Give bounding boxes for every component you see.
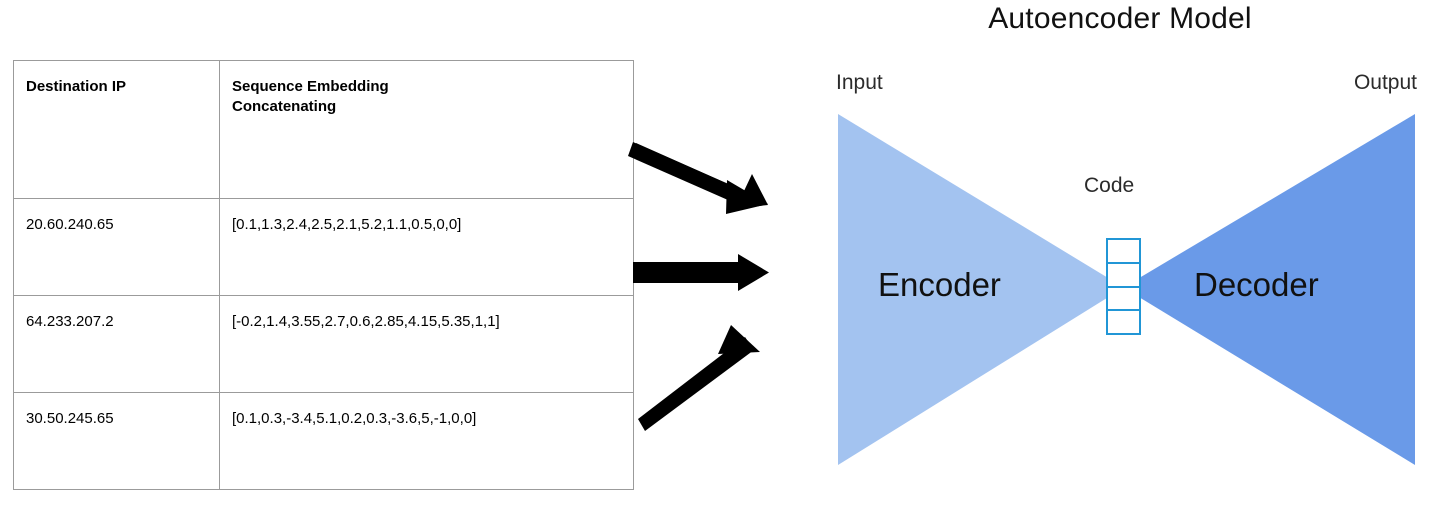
embedding-table: Destination IP Sequence Embedding Concat…: [13, 59, 634, 490]
cell-destination-ip: 30.50.245.65: [13, 392, 220, 490]
column-header-line1: Sequence Embedding: [232, 78, 389, 95]
encoder-label: Encoder: [878, 266, 1001, 303]
input-label: Input: [836, 71, 883, 94]
column-header-line2: Concatenating: [232, 98, 337, 116]
column-header-sequence-embedding: Sequence Embedding Concatenating: [219, 59, 634, 200]
code-layer: [1106, 238, 1141, 335]
decoder-label: Decoder: [1194, 266, 1319, 303]
cell-sequence-embedding: [-0.2,1.4,3.55,2.7,0.6,2.85,4.15,5.35,1,…: [219, 295, 634, 394]
table-row: 30.50.245.65 [0.1,0.3,-3.4,5.1,0.2,0.3,-…: [13, 392, 634, 490]
diagram-title: Autoencoder Model: [988, 2, 1252, 35]
code-cell: [1108, 287, 1139, 312]
table-row: 20.60.240.65 [0.1,1.3,2.4,2.5,2.1,5.2,1.…: [13, 198, 634, 297]
column-header-destination-ip: Destination IP: [13, 59, 220, 200]
output-label: Output: [1353, 71, 1417, 94]
cell-destination-ip: 64.233.207.2: [13, 295, 220, 394]
code-cell: [1108, 311, 1139, 333]
encoder-shape: [838, 114, 1123, 465]
cell-sequence-embedding: [0.1,1.3,2.4,2.5,2.1,5.2,1.1,0.5,0,0]: [219, 198, 634, 297]
cell-sequence-embedding: [0.1,0.3,-3.4,5.1,0.2,0.3,-3.6,5,-1,0,0]: [219, 392, 634, 490]
cell-destination-ip: 20.60.240.65: [13, 198, 220, 297]
table-row: 64.233.207.2 [-0.2,1.4,3.55,2.7,0.6,2.85…: [13, 295, 634, 394]
code-cell: [1108, 240, 1139, 264]
code-cell: [1108, 263, 1139, 288]
table-header-row: Destination IP Sequence Embedding Concat…: [13, 59, 634, 200]
code-label: Code: [1084, 174, 1135, 197]
decoder-shape: [1124, 114, 1415, 465]
